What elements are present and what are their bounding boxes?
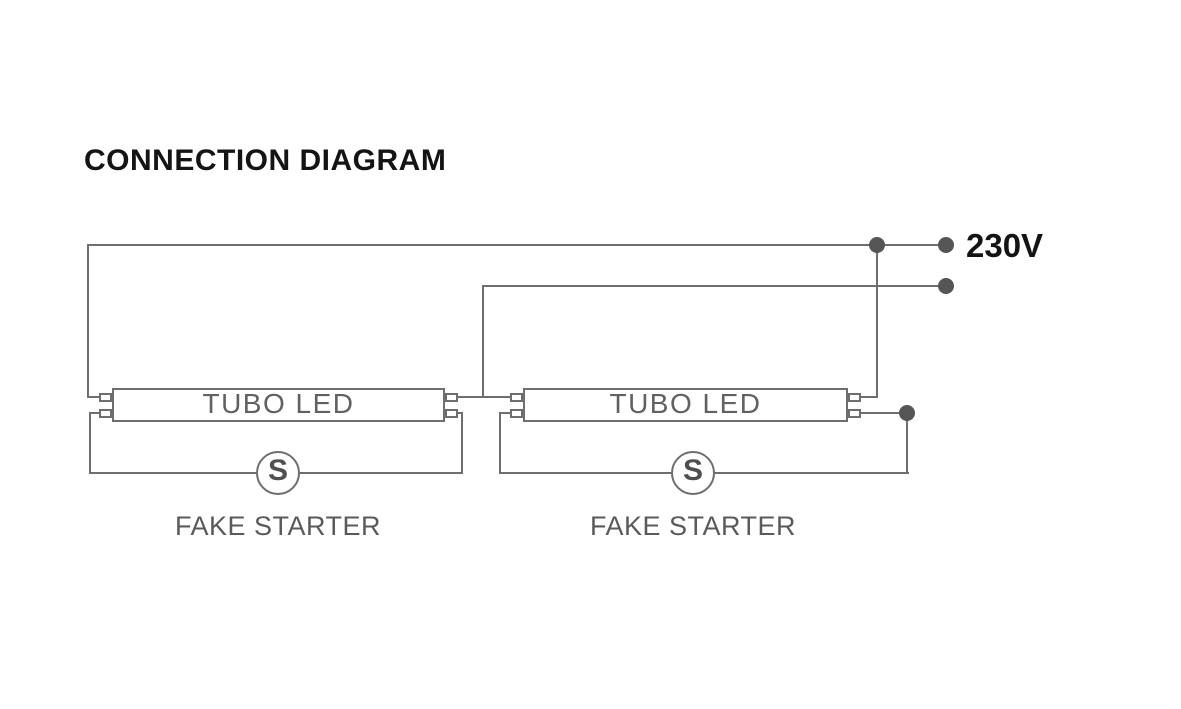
terminal-dot-line2 bbox=[938, 278, 954, 294]
fake-starter-1-symbol-circle: S bbox=[256, 451, 300, 495]
terminal-dot-line1 bbox=[938, 237, 954, 253]
led-tube-1: TUBO LED bbox=[112, 388, 445, 422]
tube2-pin-bottom-right bbox=[848, 409, 861, 418]
wire-loop1-stub-left bbox=[89, 412, 99, 414]
tube2-pin-top-left bbox=[510, 393, 523, 402]
wire-tube2-top-stub bbox=[861, 396, 877, 398]
wire-loop2-left bbox=[499, 412, 501, 474]
tube1-pin-bottom-right bbox=[445, 409, 458, 418]
tube2-pin-bottom-left bbox=[510, 409, 523, 418]
wire-loop2-stub-left bbox=[499, 412, 510, 414]
starter-s-icon: S bbox=[267, 454, 288, 487]
fake-starter-2-symbol-circle: S bbox=[671, 451, 715, 495]
wire-left-drop-stub bbox=[87, 396, 99, 398]
voltage-label: 230V bbox=[966, 227, 1044, 264]
tube1-pin-top-right bbox=[445, 393, 458, 402]
fake-starter-2-label: FAKE STARTER bbox=[589, 511, 797, 541]
wire-loop1-right bbox=[461, 412, 463, 474]
wire-mains-second bbox=[483, 285, 946, 287]
wire-loop2-right bbox=[906, 412, 908, 474]
tube2-pin-top-right bbox=[848, 393, 861, 402]
wire-loop1-left bbox=[89, 412, 91, 474]
starter-s-icon: S bbox=[682, 454, 703, 487]
junction-dot-top bbox=[869, 237, 885, 253]
led-tube-1-label: TUBO LED bbox=[202, 388, 355, 419]
wire-loop1-stub-right bbox=[458, 412, 463, 414]
wire-intertube-link bbox=[458, 396, 510, 398]
wire-right-drop bbox=[876, 244, 878, 398]
tube1-pin-top-left bbox=[99, 393, 112, 402]
wire-mid-drop bbox=[482, 285, 484, 398]
wire-mains-top bbox=[87, 244, 946, 246]
led-tube-2: TUBO LED bbox=[523, 388, 848, 422]
led-tube-2-label: TUBO LED bbox=[609, 388, 762, 419]
junction-dot-tube2-pin bbox=[899, 405, 915, 421]
fake-starter-1-label: FAKE STARTER bbox=[174, 511, 382, 541]
tube1-pin-bottom-left bbox=[99, 409, 112, 418]
page-title: CONNECTION DIAGRAM bbox=[84, 144, 447, 177]
wire-loop2-stub-right bbox=[861, 412, 907, 414]
wire-left-drop bbox=[87, 244, 89, 398]
